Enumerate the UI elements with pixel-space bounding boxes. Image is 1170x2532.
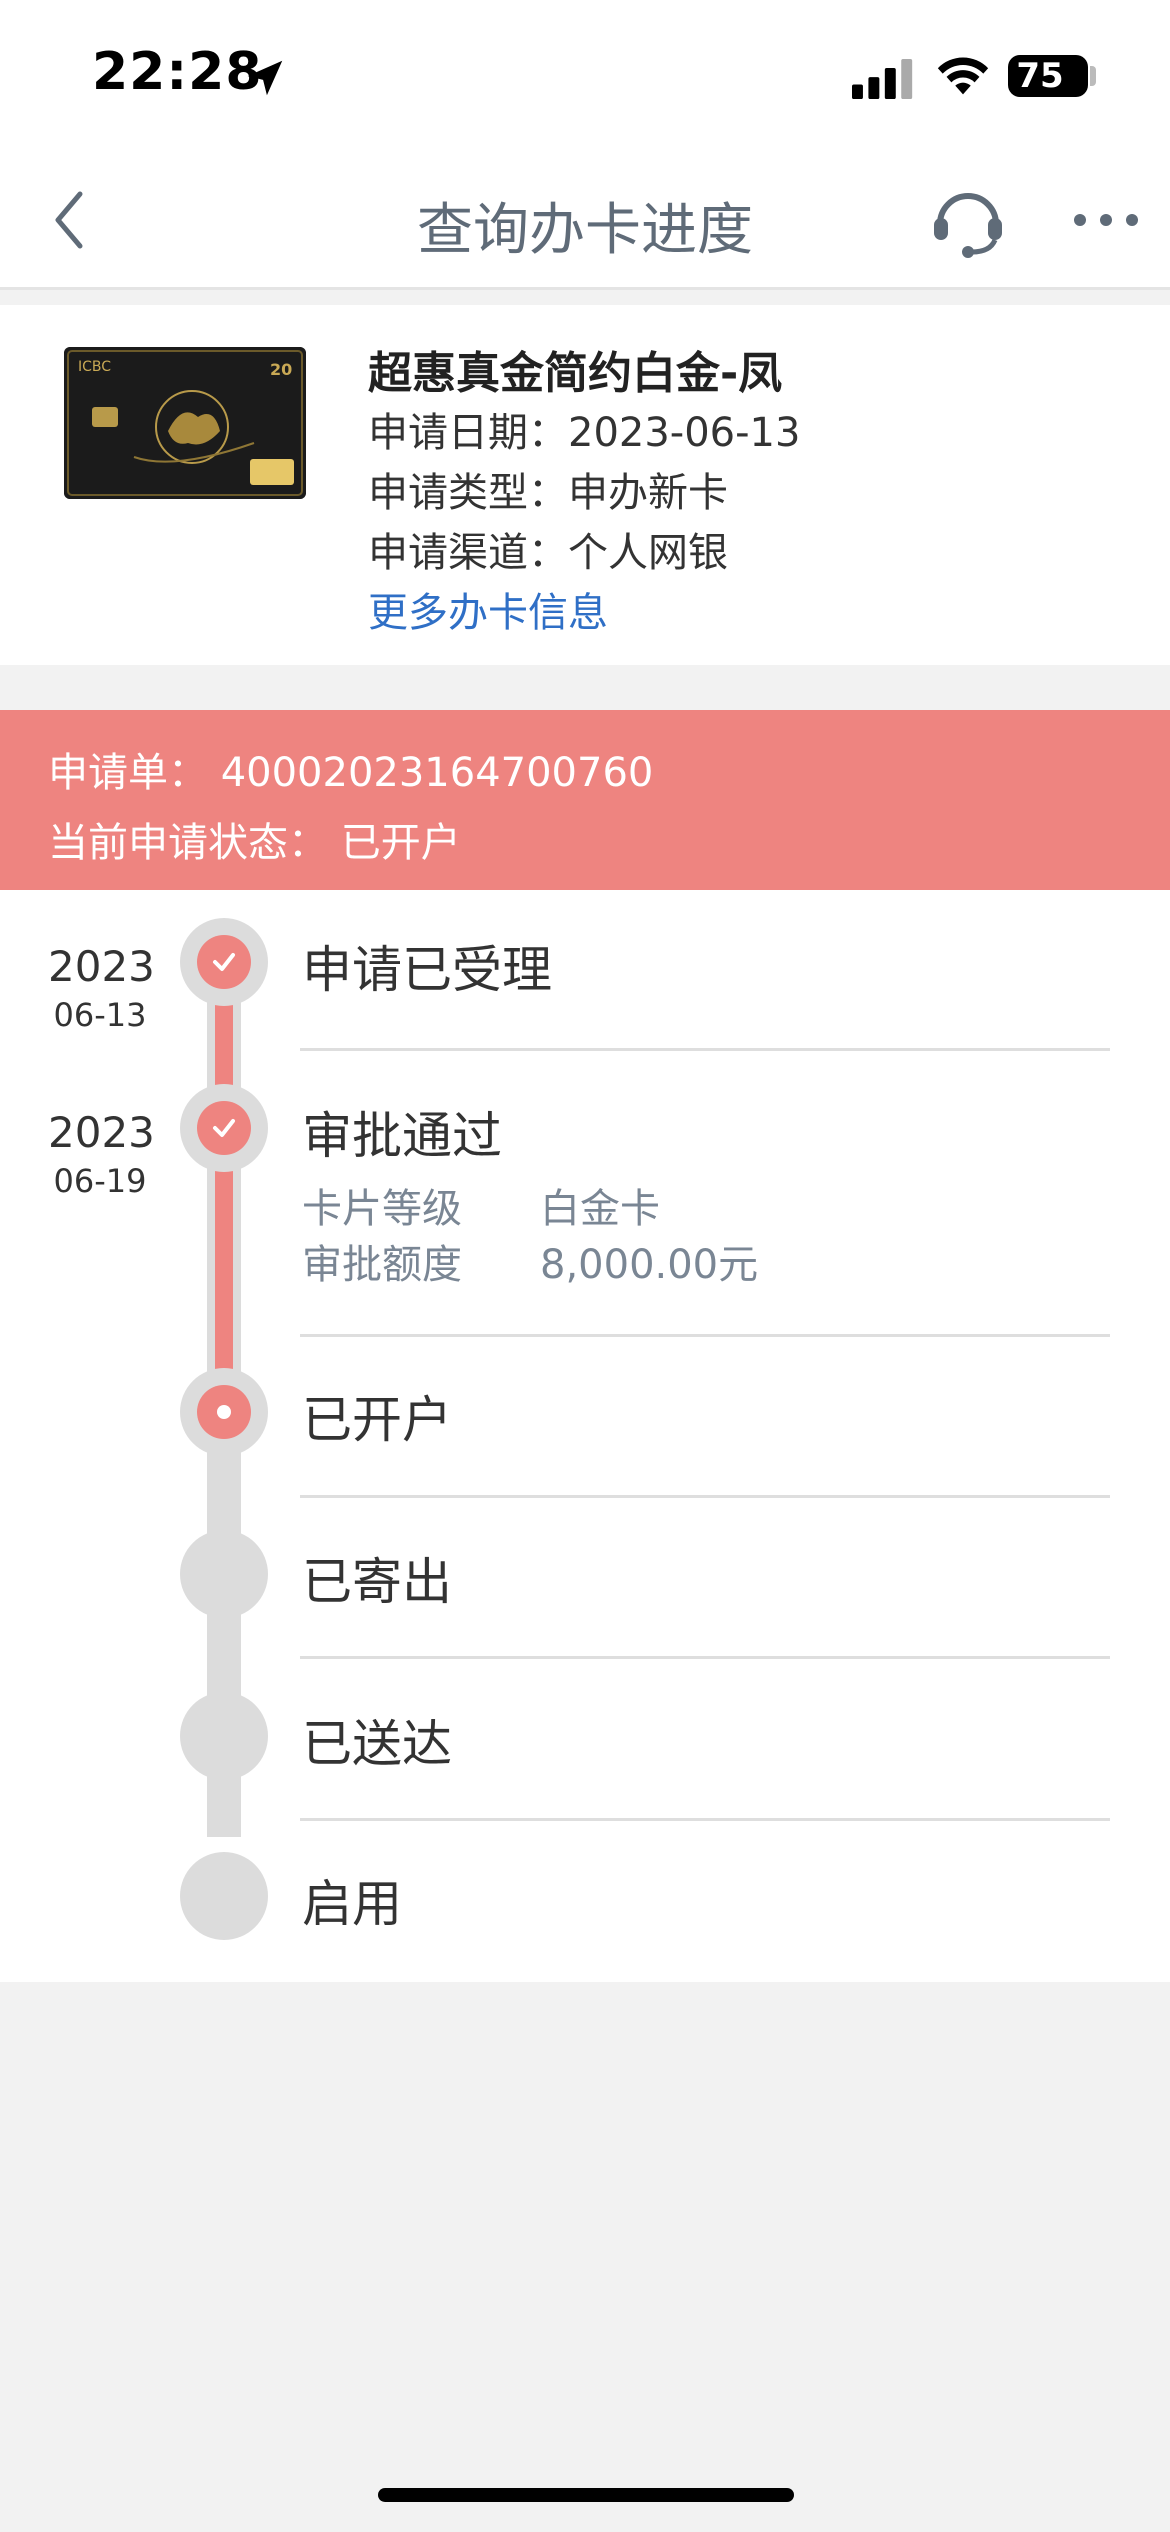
current-status: 当前申请状态： 已开户	[48, 820, 461, 866]
step-node-current	[180, 1368, 268, 1456]
apply-date: 申请日期：2023-06-13	[368, 410, 801, 456]
step-divider	[300, 1656, 1110, 1659]
more-dots-icon[interactable]	[1070, 190, 1142, 250]
step-node-pending	[180, 1852, 268, 1940]
page-title: 查询办卡进度	[417, 198, 753, 263]
step-divider	[300, 1818, 1110, 1821]
home-indicator[interactable]	[378, 2488, 794, 2502]
more-card-info-link[interactable]: 更多办卡信息	[368, 590, 608, 636]
status-bar: 22:28 75	[0, 0, 1170, 150]
step-node-done	[180, 1084, 268, 1172]
cellular-signal-icon	[852, 58, 913, 100]
step-divider	[300, 1334, 1110, 1337]
step-label: 申请已受理	[302, 941, 552, 999]
application-status-banner: 申请单： 40002023164700760 当前申请状态： 已开户	[0, 710, 1170, 890]
step-date-year: 2023	[48, 942, 155, 991]
battery-level: 75	[1016, 56, 1064, 96]
apply-channel: 申请渠道：个人网银	[368, 530, 728, 576]
detail-key-card-level: 卡片等级	[302, 1186, 462, 1232]
card-info-section: ICBC 20 超惠真金简约白金-凤 申请日期：2023-06-13 申请类型：…	[0, 305, 1170, 665]
current-dot	[217, 1405, 231, 1419]
card-badge-text: 20	[270, 360, 292, 379]
step-label: 已开户	[302, 1391, 452, 1449]
step-label: 已送达	[302, 1715, 452, 1773]
step-node-pending	[180, 1530, 268, 1618]
step-divider	[300, 1495, 1110, 1498]
credit-card-image: ICBC 20	[64, 347, 306, 499]
battery-icon: 75	[1008, 55, 1088, 97]
step-date-year: 2023	[48, 1108, 155, 1157]
step-node-pending	[180, 1692, 268, 1780]
step-label: 已寄出	[302, 1553, 452, 1611]
status-time: 22:28	[92, 42, 263, 102]
chevron-left-icon[interactable]	[40, 180, 120, 260]
card-brand-text: ICBC	[78, 359, 111, 375]
progress-timeline: 2023 06-13 申请已受理 2023 06-19 审批通过 卡片等级 白金…	[0, 890, 1170, 1982]
step-label: 审批通过	[302, 1107, 502, 1165]
timeline-rail-progress	[215, 962, 233, 1412]
step-node-done	[180, 918, 268, 1006]
card-product-name: 超惠真金简约白金-凤	[368, 348, 783, 399]
step-label: 启用	[302, 1875, 402, 1933]
wifi-icon	[937, 57, 989, 95]
apply-type: 申请类型：申办新卡	[368, 470, 728, 516]
location-arrow-icon	[247, 60, 283, 96]
application-number: 申请单： 40002023164700760	[48, 750, 654, 796]
nav-bar: 查询办卡进度	[0, 150, 1170, 290]
check-icon	[213, 1119, 235, 1137]
battery-tip	[1090, 66, 1096, 86]
detail-value-card-level: 白金卡	[540, 1186, 660, 1232]
step-divider	[300, 1048, 1110, 1051]
step-date-monthday: 06-19	[53, 1162, 147, 1200]
check-icon	[213, 953, 235, 971]
detail-key-credit-limit: 审批额度	[302, 1242, 462, 1288]
headset-icon[interactable]	[926, 178, 1010, 262]
step-date-monthday: 06-13	[53, 996, 147, 1034]
detail-value-credit-limit: 8,000.00元	[540, 1242, 759, 1288]
